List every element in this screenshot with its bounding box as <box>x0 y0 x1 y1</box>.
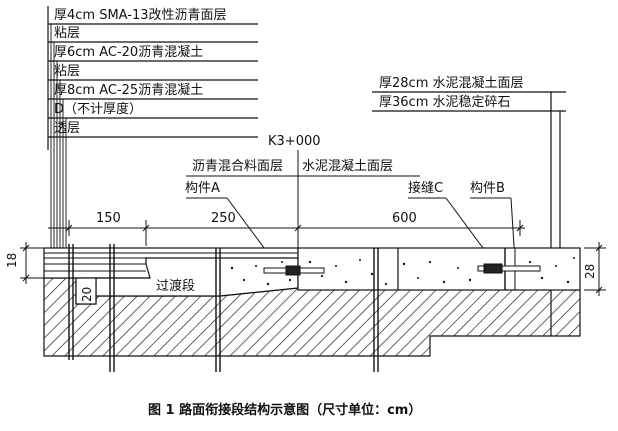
left-layer-5: 厚8cm AC-25沥青混凝土 <box>54 82 203 98</box>
left-layer-1: 厚4cm SMA-13改性沥青面层 <box>54 8 227 23</box>
concrete-aggregate <box>230 257 575 286</box>
station-label: K3+000 <box>268 134 321 149</box>
joint-c-label: 接缝C <box>408 180 443 196</box>
top-dimension-line <box>48 220 525 246</box>
component-b-bar <box>477 263 541 274</box>
component-b-label: 构件B <box>470 181 505 196</box>
left-layer-4: 粘层 <box>54 64 80 79</box>
dim-20: 20 <box>80 287 94 302</box>
component-a-label: 构件A <box>185 181 220 196</box>
dim-150: 150 <box>96 211 121 226</box>
left-layer-6: D（不计厚度） <box>54 101 142 117</box>
left-leader-lines <box>50 24 67 270</box>
figure-caption: 图 1 路面衔接段结构示意图（尺寸单位：cm） <box>148 402 421 418</box>
section-cut-lines <box>68 244 379 372</box>
dim-250: 250 <box>211 211 236 226</box>
dim-28: 28 <box>583 264 597 279</box>
left-layer-7: 透层 <box>54 121 80 136</box>
component-a-bar <box>263 265 325 276</box>
dim-28-line <box>584 242 606 296</box>
section-left-label: 沥青混合料面层 <box>192 159 283 174</box>
dim-18-line <box>20 242 44 284</box>
section-right-label: 水泥混凝土面层 <box>302 158 393 174</box>
right-layer-2: 厚36cm 水泥稳定碎石 <box>379 94 511 110</box>
right-layer-1: 厚28cm 水泥混凝土面层 <box>379 75 524 91</box>
left-step-box <box>75 277 97 305</box>
dim-600: 600 <box>392 211 417 226</box>
left-layer-2: 粘层 <box>54 26 80 41</box>
transition-label: 过渡段 <box>156 278 195 294</box>
left-layer-3: 厚6cm AC-20沥青混凝土 <box>54 44 203 60</box>
left-layer-legend <box>47 6 258 150</box>
dim-18: 18 <box>5 253 19 268</box>
